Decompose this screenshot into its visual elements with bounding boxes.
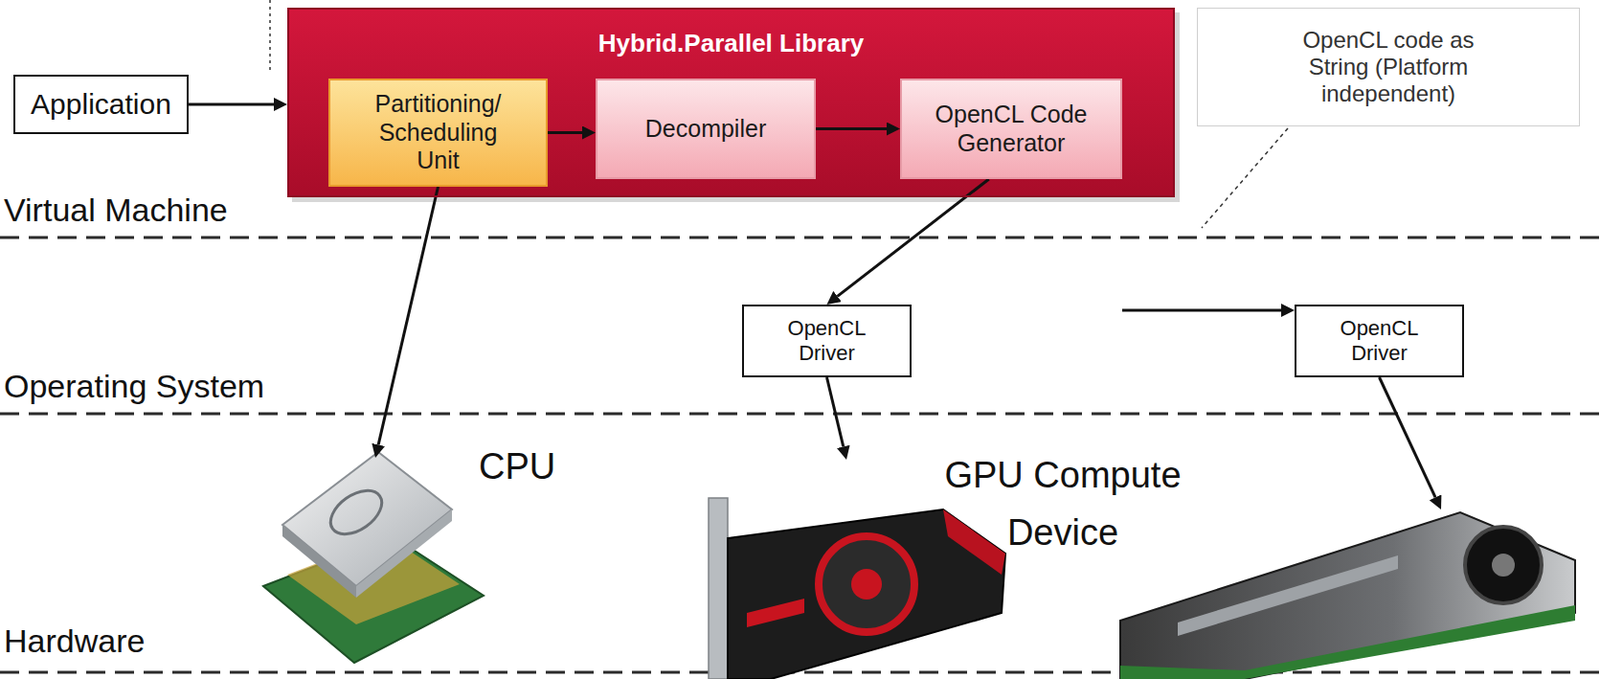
dotted-leader xyxy=(1201,128,1288,228)
library-box: Hybrid.Parallel LibraryPartitioning/ Sch… xyxy=(287,7,1175,198)
cpu-heatspreader-side xyxy=(282,524,357,598)
card-accent xyxy=(746,598,805,628)
note-box: OpenCL code as String (Platform independ… xyxy=(1196,7,1580,127)
card-fan-hub xyxy=(1491,553,1515,577)
cpu-heatspreader xyxy=(282,451,452,586)
decompiler-box: Decompiler xyxy=(595,78,816,180)
layer-label: Virtual Machine xyxy=(3,191,228,229)
box-label: Decompiler xyxy=(645,114,767,144)
flow-arrow xyxy=(188,103,274,107)
code-generator-box: OpenCL Code Generator xyxy=(900,78,1123,180)
card-shroud xyxy=(1120,512,1576,679)
box-label: OpenCL Code Generator xyxy=(915,100,1107,158)
cpu-illustration xyxy=(263,451,484,663)
device-arrow xyxy=(1379,377,1437,497)
application-box: Application xyxy=(13,74,189,135)
box-label: OpenCL code as String (Platform independ… xyxy=(1285,26,1492,109)
library-fill xyxy=(287,7,1175,198)
card-vent xyxy=(1177,555,1398,636)
card-fan xyxy=(818,536,915,632)
cpu-logo-ring xyxy=(322,481,390,543)
device-arrow xyxy=(378,186,438,445)
device-arrow xyxy=(827,377,844,447)
driver-box: OpenCL Driver xyxy=(1294,304,1465,378)
card-pcb xyxy=(1120,605,1576,679)
driver-box: OpenCL Driver xyxy=(742,304,912,378)
box-label: OpenCL Driver xyxy=(1327,315,1433,366)
layer-divider xyxy=(0,412,1600,416)
layer-divider xyxy=(0,236,1600,240)
radeon-card-illustration xyxy=(708,497,1006,679)
box-label: Application xyxy=(30,87,172,121)
card-bracket xyxy=(708,497,728,679)
box-label: Partitioning/ Scheduling Unit xyxy=(354,90,522,176)
dotted-leader xyxy=(269,0,271,71)
partitioning-box: Partitioning/ Scheduling Unit xyxy=(328,78,548,187)
device-label: CPU xyxy=(478,446,556,489)
flow-arrow xyxy=(1122,309,1282,313)
library-title: Hybrid.Parallel Library xyxy=(598,28,864,59)
card-fan xyxy=(1464,526,1542,604)
flow-arrow xyxy=(547,131,583,135)
tesla-card-illustration xyxy=(1120,512,1576,679)
flow-arrow xyxy=(815,127,887,131)
layer-label: Hardware xyxy=(3,622,145,660)
library-fill-layer xyxy=(287,7,1180,203)
layer-label: Operating System xyxy=(3,367,265,406)
card-shroud xyxy=(727,509,1006,679)
box-label: OpenCL Driver xyxy=(774,315,880,366)
card-fan-hub xyxy=(851,568,882,600)
card-accent xyxy=(943,509,1006,575)
device-label: GPU Compute Device xyxy=(933,446,1193,562)
